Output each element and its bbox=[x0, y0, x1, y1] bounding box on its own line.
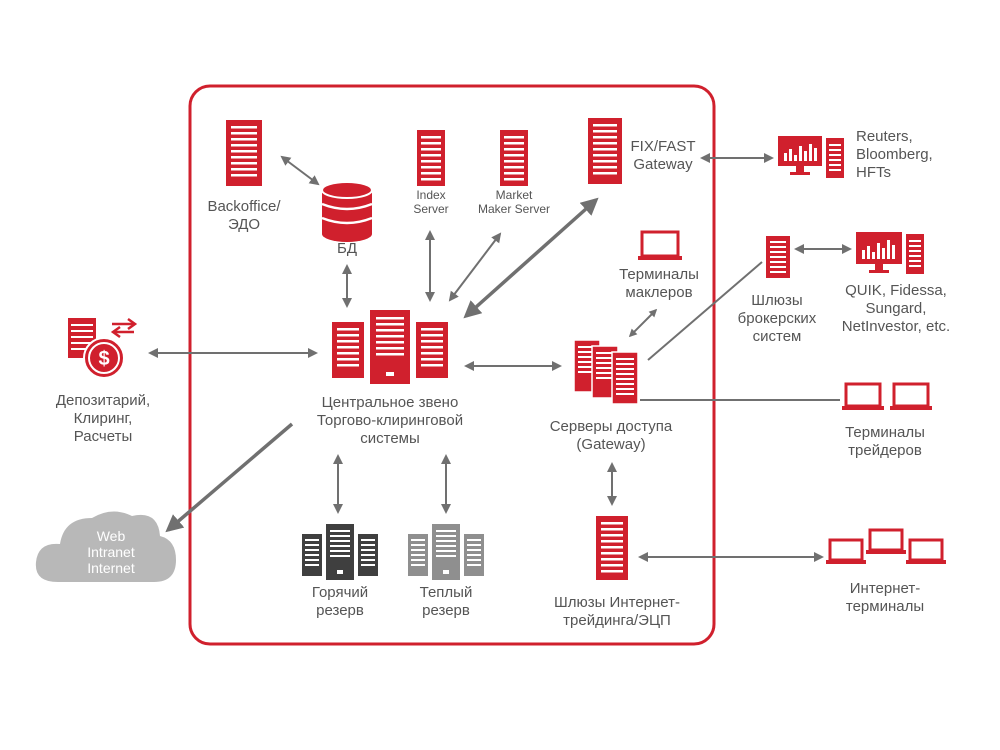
access-servers-label-line: (Gateway) bbox=[576, 436, 646, 453]
cloud-icon bbox=[35, 511, 176, 582]
index-server-label-line: Index bbox=[416, 188, 446, 202]
depository-label-line: Депозитарий, bbox=[55, 392, 151, 409]
index-server-label-line: Server bbox=[413, 202, 449, 216]
broker-gateways-label-line: систем bbox=[752, 328, 802, 345]
db-label: БД bbox=[322, 240, 372, 258]
hot-reserve-label-line: Горячий bbox=[311, 584, 369, 601]
hot-reserve-label-line: резерв bbox=[316, 602, 364, 619]
trader-terminal-laptop-icon bbox=[842, 382, 932, 410]
broker-gateway-server-icon bbox=[766, 236, 790, 278]
database-icon bbox=[321, 181, 373, 242]
backoffice-label-line: ЭДО bbox=[227, 216, 261, 233]
internet-terminals-label-line: терминалы bbox=[845, 598, 925, 615]
internet-gateways-label-line: трейдинга/ЭЦП bbox=[563, 612, 671, 629]
fix-gateway-label-line: Gateway bbox=[633, 156, 693, 173]
quik-label-line: QUIK, Fidessa, bbox=[845, 282, 947, 299]
central-label-line: Центральное звено bbox=[321, 394, 459, 411]
reuters-label-line: Bloomberg, bbox=[856, 146, 933, 163]
cloud-label-line: Web bbox=[96, 528, 126, 544]
db-label-line: БД bbox=[336, 240, 357, 257]
hot-reserve-label: Горячий резерв bbox=[290, 584, 390, 620]
quik-label: QUIK, Fidessa, Sungard, NetInvestor, etc… bbox=[826, 282, 966, 336]
hot-reserve-servers-icon bbox=[302, 524, 378, 580]
central-label-line: системы bbox=[360, 430, 420, 447]
line-access-brokergw bbox=[647, 261, 763, 361]
broker-gateways-label-line: брокерских bbox=[737, 310, 817, 327]
broker-terminals-label: Терминалы маклеров bbox=[604, 266, 714, 302]
market-maker-label: Market Maker Server bbox=[466, 188, 562, 216]
broker-terminals-label-line: маклеров bbox=[625, 284, 693, 301]
broker-gateways-label: Шлюзы брокерских систем bbox=[722, 292, 832, 346]
trading-system-frame bbox=[188, 84, 716, 646]
market-maker-label-line: Maker Server bbox=[477, 202, 551, 216]
depository-label-line: Клиринг, bbox=[73, 410, 133, 427]
reuters-label-line: HFTs bbox=[856, 164, 891, 181]
market-maker-label-line: Market bbox=[495, 188, 533, 202]
broker-terminal-laptop-icon bbox=[638, 230, 682, 260]
arrow-brokerterm-access bbox=[628, 308, 658, 338]
warm-reserve-servers-icon bbox=[408, 524, 484, 580]
index-server-icon bbox=[417, 130, 445, 186]
broker-terminals-label-line: Терминалы bbox=[619, 266, 699, 283]
quik-label-line: NetInvestor, etc. bbox=[841, 318, 951, 335]
trader-terminals-label: Терминалы трейдеров bbox=[830, 424, 940, 460]
fix-gateway-label: FIX/FAST Gateway bbox=[626, 138, 700, 174]
access-servers-label-line: Серверы доступа bbox=[549, 418, 673, 435]
reuters-label-line: Reuters, bbox=[856, 128, 913, 145]
internet-gateways-label: Шлюзы Интернет- трейдинга/ЭЦП bbox=[532, 594, 702, 630]
quik-monitor-chart-icon bbox=[856, 232, 924, 274]
broker-gateways-label-line: Шлюзы bbox=[751, 292, 803, 309]
backoffice-server-icon bbox=[226, 120, 262, 186]
money-coins-icon: $ bbox=[68, 317, 138, 379]
cloud-label-line: Internet bbox=[87, 560, 135, 576]
depository-label: Депозитарий, Клиринг, Расчеты bbox=[38, 392, 168, 446]
central-label: Центральное звено Торгово-клиринговой си… bbox=[300, 394, 480, 448]
arrow-central-cloud bbox=[165, 422, 294, 533]
access-servers-label: Серверы доступа (Gateway) bbox=[536, 418, 686, 454]
arrow-central-fix bbox=[463, 197, 599, 319]
index-server-label: Index Server bbox=[401, 188, 461, 216]
warm-reserve-label-line: резерв bbox=[422, 602, 470, 619]
backoffice-label: Backoffice/ ЭДО bbox=[194, 198, 294, 234]
access-servers-icon bbox=[573, 339, 639, 405]
market-maker-server-icon bbox=[500, 130, 528, 186]
reuters-monitor-chart-icon bbox=[778, 136, 844, 178]
arrow-backoffice-db bbox=[280, 155, 320, 186]
internet-terminals-label-line: Интернет- bbox=[849, 580, 921, 597]
central-label-line: Торгово-клиринговой bbox=[316, 412, 464, 429]
trader-terminals-label-line: трейдеров bbox=[848, 442, 922, 459]
warm-reserve-label-line: Теплый bbox=[419, 584, 473, 601]
internet-terminals-label: Интернет- терминалы bbox=[830, 580, 940, 616]
quik-label-line: Sungard, bbox=[865, 300, 927, 317]
fix-gateway-label-line: FIX/FAST bbox=[630, 138, 696, 155]
svg-text:$: $ bbox=[98, 348, 109, 370]
reuters-label: Reuters, Bloomberg, HFTs bbox=[856, 128, 966, 182]
fix-gateway-server-icon bbox=[588, 118, 622, 184]
internet-gateway-server-icon bbox=[596, 516, 628, 580]
internet-gateways-label-line: Шлюзы Интернет- bbox=[553, 594, 681, 611]
cloud-label-line: Intranet bbox=[87, 544, 135, 560]
depository-label-line: Расчеты bbox=[73, 428, 133, 445]
backoffice-label-line: Backoffice/ bbox=[207, 198, 281, 215]
central-servers-icon bbox=[332, 310, 448, 384]
trader-terminals-label-line: Терминалы bbox=[845, 424, 925, 441]
internet-terminal-laptop-icon bbox=[826, 528, 946, 564]
warm-reserve-label: Теплый резерв bbox=[396, 584, 496, 620]
cloud-label: Web Intranet Internet bbox=[66, 528, 156, 576]
